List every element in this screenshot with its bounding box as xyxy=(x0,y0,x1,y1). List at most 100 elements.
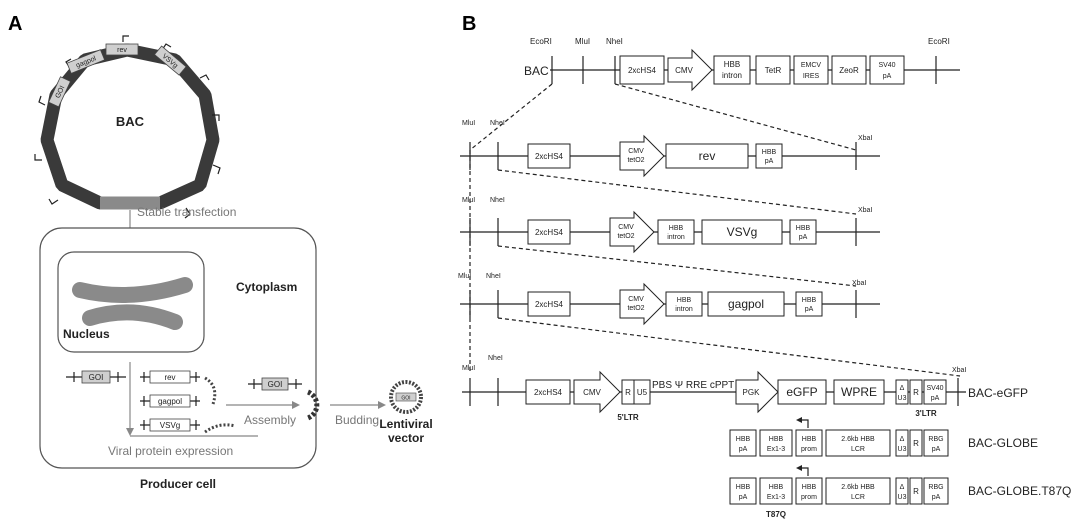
wpre-element: WPRE xyxy=(841,385,877,399)
bac-site-ecori-1: EcoRI xyxy=(530,37,552,46)
svg-text:tetO2: tetO2 xyxy=(627,157,644,164)
svg-text:2xcHS4: 2xcHS4 xyxy=(535,300,564,309)
svg-text:tetO2: tetO2 xyxy=(627,305,644,312)
rev-construct: MluI NheI XbaI 2xcHS4 CMV tetO2 rev HBB … xyxy=(460,120,880,178)
svg-text:CMV: CMV xyxy=(618,224,634,231)
svg-text:MluI: MluI xyxy=(462,120,475,127)
svg-text:PGK: PGK xyxy=(743,388,761,397)
svg-text:prom: prom xyxy=(801,494,817,501)
svg-text:pA: pA xyxy=(932,446,941,453)
svg-text:HBB: HBB xyxy=(736,484,751,491)
gene-rev: rev xyxy=(140,370,200,384)
svg-text:GOI: GOI xyxy=(89,373,104,382)
ltr5-label: 5'LTR xyxy=(617,413,639,422)
vsvg-gene: VSVg xyxy=(727,225,758,239)
t87q-label: T87Q xyxy=(766,510,786,519)
bac-site-mlui: MluI xyxy=(575,37,590,46)
svg-text:SV40: SV40 xyxy=(878,62,895,69)
egfp-gene: eGFP xyxy=(786,385,817,399)
lentiviral-label-1: Lentiviral xyxy=(379,417,432,431)
svg-text:IRES: IRES xyxy=(803,73,820,80)
svg-text:pA: pA xyxy=(932,494,941,501)
svg-text:MluI: MluI xyxy=(458,273,471,280)
svg-text:HBB: HBB xyxy=(724,60,740,69)
svg-text:HBB: HBB xyxy=(736,436,751,443)
svg-text:HBB: HBB xyxy=(802,436,817,443)
svg-text:pA: pA xyxy=(931,395,940,402)
svg-text:RBG: RBG xyxy=(928,436,943,443)
assembly-label: Assembly xyxy=(244,413,296,427)
pbs-rre-cppt-label: PBS Ψ RRE cPPT xyxy=(652,380,734,391)
svg-text:Δ: Δ xyxy=(900,484,905,491)
gene-goi: GOI xyxy=(66,370,126,384)
svg-text:prom: prom xyxy=(801,446,817,453)
svg-text:U3: U3 xyxy=(898,494,907,501)
svg-text:XbaI: XbaI xyxy=(952,367,966,374)
svg-text:HBB: HBB xyxy=(677,297,692,304)
svg-text:R: R xyxy=(913,487,919,496)
svg-text:intron: intron xyxy=(675,306,693,313)
gagpol-gene: gagpol xyxy=(728,297,764,311)
svg-text:Δ: Δ xyxy=(900,385,905,392)
ltr3-label: 3'LTR xyxy=(915,409,937,418)
lentiviral-label-2: vector xyxy=(388,431,424,445)
svg-text:CMV: CMV xyxy=(628,148,644,155)
bac-site-nhei: NheI xyxy=(606,37,623,46)
budding-label: Budding xyxy=(335,413,379,427)
svg-text:pA: pA xyxy=(739,494,748,501)
bac-globe-t87q-name: BAC-GLOBE.T87Q xyxy=(968,484,1071,498)
svg-text:pA: pA xyxy=(739,446,748,453)
bac-el-tetr: TetR xyxy=(765,66,782,75)
bac-el-zeor: ZeoR xyxy=(839,66,859,75)
svg-text:U3: U3 xyxy=(898,446,907,453)
svg-text:NheI: NheI xyxy=(490,197,505,204)
svg-text:gagpol: gagpol xyxy=(158,397,182,406)
panel-a-letter: A xyxy=(8,13,22,35)
vsvg-construct: MluI NheI XbaI 2xcHS4 CMV tetO2 HBB intr… xyxy=(460,197,880,254)
panel-a: A rev VSVg gagpol xyxy=(8,13,433,491)
bac-construct: BAC EcoRI MluI NheI EcoRI 2xcHS4 CMV HBB… xyxy=(524,37,960,92)
globe-t87q-construct: HBB pA HBB Ex1-3 HBB prom 2.6kb HBB LCR … xyxy=(729,465,1071,519)
panel-b: B BAC EcoRI MluI NheI EcoRI 2xcHS4 CMV H… xyxy=(458,13,1071,519)
ring-gene-rev: rev xyxy=(117,47,127,54)
svg-text:rev: rev xyxy=(164,373,175,382)
svg-text:SV40: SV40 xyxy=(926,385,943,392)
bac-el-2xchs4: 2xcHS4 xyxy=(628,66,657,75)
svg-text:2xcHS4: 2xcHS4 xyxy=(535,228,564,237)
nucleus-label: Nucleus xyxy=(63,327,110,341)
lentiviral-vector-icon: GOI xyxy=(389,380,423,414)
svg-text:GOI: GOI xyxy=(401,396,410,402)
svg-text:intron: intron xyxy=(667,234,685,241)
svg-text:HBB: HBB xyxy=(669,225,684,232)
svg-text:Ex1-3: Ex1-3 xyxy=(767,446,785,453)
bac-globe-name: BAC-GLOBE xyxy=(968,436,1038,450)
svg-text:HBB: HBB xyxy=(802,297,817,304)
svg-text:HBB: HBB xyxy=(769,484,784,491)
viral-protein-expression-label: Viral protein expression xyxy=(108,444,233,458)
svg-text:NheI: NheI xyxy=(488,355,503,362)
globe-construct: HBB pA HBB Ex1-3 HBB prom 2.6kb HBB LCR … xyxy=(729,417,1038,457)
svg-text:HBB: HBB xyxy=(769,436,784,443)
svg-text:CMV: CMV xyxy=(583,388,601,397)
svg-text:2xcHS4: 2xcHS4 xyxy=(534,388,563,397)
svg-text:pA: pA xyxy=(765,158,774,165)
bac-site-ecori-2: EcoRI xyxy=(928,37,950,46)
gagpol-construct: MluI NheI XbaI 2xcHS4 CMV tetO2 HBB intr… xyxy=(458,273,880,326)
svg-text:Δ: Δ xyxy=(900,436,905,443)
gene-vsvg: VSVg xyxy=(140,418,200,432)
bac-egfp-name: BAC-eGFP xyxy=(968,386,1028,400)
svg-text:XbaI: XbaI xyxy=(852,280,866,287)
svg-text:intron: intron xyxy=(722,71,742,80)
stable-transfection-label: Stable transfection xyxy=(137,205,236,219)
svg-text:U5: U5 xyxy=(637,388,648,397)
svg-text:NheI: NheI xyxy=(486,273,501,280)
svg-text:MluI: MluI xyxy=(462,197,475,204)
svg-text:Ex1-3: Ex1-3 xyxy=(767,494,785,501)
gene-gagpol: gagpol xyxy=(140,394,200,408)
ring-gene-goi: GOI xyxy=(55,85,67,100)
svg-text:pA: pA xyxy=(799,234,808,241)
bac-el-cmv: CMV xyxy=(675,66,693,75)
svg-text:tetO2: tetO2 xyxy=(617,233,634,240)
svg-text:MluI: MluI xyxy=(462,365,475,372)
svg-text:HBB: HBB xyxy=(796,225,811,232)
